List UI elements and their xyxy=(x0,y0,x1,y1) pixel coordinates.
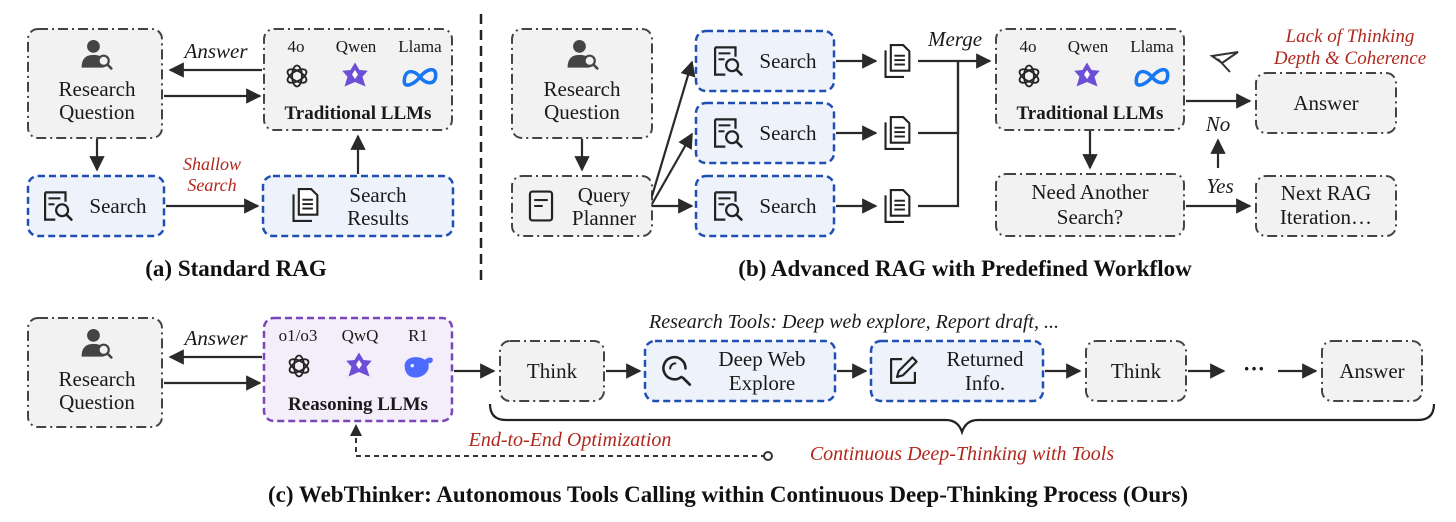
b-lack-pointer-arrow xyxy=(1209,51,1239,73)
a-search-label: Search xyxy=(89,194,147,218)
a-answer-label: Answer xyxy=(183,39,249,63)
a-search-box xyxy=(26,174,166,238)
c-llm-label: Reasoning LLMs xyxy=(288,394,428,415)
b-yes-label: Yes xyxy=(1206,174,1233,198)
b-need-line1: Need Another xyxy=(1031,180,1148,204)
b-next-line1: Next RAG xyxy=(1281,181,1371,205)
c-think-box-2 xyxy=(1085,340,1187,402)
b-lack-line2: Depth & Coherence xyxy=(1273,48,1426,69)
c-feedback-line xyxy=(355,432,766,457)
c-returned-line1: Returned xyxy=(947,347,1024,371)
c-caption: (c) WebThinker: Autonomous Tools Calling… xyxy=(268,482,1188,507)
b-search-box-1 xyxy=(694,29,836,93)
a-model-label: 4o xyxy=(288,37,305,56)
c-model-label: o1/o3 xyxy=(279,326,318,345)
b-fanout-arrow-2 xyxy=(651,132,693,205)
b-research-question-box xyxy=(511,28,653,139)
c-think-label-2: Think xyxy=(1111,359,1162,383)
b-search-label-3: Search xyxy=(759,194,817,218)
c-answer-box xyxy=(1321,340,1423,402)
a-rq-line1: Research xyxy=(59,77,136,101)
b-answer-box xyxy=(1255,72,1397,134)
b-search-label-1: Search xyxy=(759,49,817,73)
b-search-label-2: Search xyxy=(759,121,817,145)
c-think-box-1 xyxy=(499,340,605,402)
b-next-line2: Iteration… xyxy=(1280,205,1372,229)
c-ellipsis: ··· xyxy=(1243,356,1265,381)
panel-c: Research Question Answer o1/o3 QwQ R1 Re… xyxy=(27,311,1436,507)
c-model-label: R1 xyxy=(408,326,428,345)
a-results-line2: Results xyxy=(347,206,409,230)
b-model-label: Llama xyxy=(1130,37,1174,56)
document-icon xyxy=(884,116,911,150)
c-model-label: QwQ xyxy=(342,326,379,345)
c-deepweb-line1: Deep Web xyxy=(718,347,805,371)
c-feedback-arrowhead xyxy=(350,424,362,436)
a-rq-line2: Question xyxy=(59,100,135,124)
a-research-question-box xyxy=(27,28,163,139)
a-shallow-line1: Shallow xyxy=(183,154,241,174)
b-model-label: 4o xyxy=(1020,37,1037,56)
b-search-box-2 xyxy=(694,101,836,165)
c-research-question-box xyxy=(27,317,163,428)
a-model-label: Qwen xyxy=(336,37,377,56)
c-e2e-label: End-to-End Optimization xyxy=(468,429,672,451)
c-feedback-origin xyxy=(763,451,773,461)
b-no-label: No xyxy=(1205,112,1231,136)
b-need-line2: Search? xyxy=(1057,205,1123,229)
b-answer-label: Answer xyxy=(1293,91,1358,115)
b-model-label: Qwen xyxy=(1068,37,1109,56)
a-results-line1: Search xyxy=(349,183,407,207)
c-deepweb-line2: Explore xyxy=(729,371,795,395)
b-rq-line1: Research xyxy=(544,77,621,101)
b-llm-label: Traditional LLMs xyxy=(1017,103,1164,124)
a-model-label: Llama xyxy=(398,37,442,56)
a-caption: (a) Standard RAG xyxy=(145,256,327,281)
panel-b: Research Question Query Planner Search S… xyxy=(511,26,1426,281)
c-deep-web-box xyxy=(643,339,837,403)
c-brace xyxy=(488,403,1436,436)
c-returned-box xyxy=(869,339,1045,403)
c-returned-line2: Info. xyxy=(965,371,1005,395)
b-next-rag-box xyxy=(1255,175,1397,237)
c-think-label-1: Think xyxy=(527,359,578,383)
b-search-box-3 xyxy=(694,174,836,238)
b-merge-label: Merge xyxy=(927,27,982,51)
b-lack-line1: Lack of Thinking xyxy=(1285,26,1415,47)
b-rq-line2: Question xyxy=(544,100,620,124)
b-merge-line-3 xyxy=(918,61,960,208)
panel-a: Research Question 4o Qwen Llama Traditio… xyxy=(26,28,455,281)
c-tools-label: Research Tools: Deep web explore, Report… xyxy=(648,311,1059,333)
c-rq-line2: Question xyxy=(59,390,135,414)
c-rq-line1: Research xyxy=(59,367,136,391)
b-merge-line-2 xyxy=(918,61,960,135)
b-qp-line2: Planner xyxy=(572,206,636,230)
c-answer-label: Answer xyxy=(183,326,249,350)
b-need-another-box xyxy=(995,173,1185,237)
a-shallow-line2: Search xyxy=(187,175,236,195)
b-qp-line1: Query xyxy=(578,183,631,207)
document-icon xyxy=(884,44,911,78)
a-llm-label: Traditional LLMs xyxy=(285,103,432,124)
b-fanout-arrow-1 xyxy=(650,60,696,197)
c-answer-box-label: Answer xyxy=(1339,359,1404,383)
document-icon xyxy=(884,189,911,223)
b-caption: (b) Advanced RAG with Predefined Workflo… xyxy=(738,256,1192,281)
c-continuous-label: Continuous Deep-Thinking with Tools xyxy=(810,443,1115,465)
